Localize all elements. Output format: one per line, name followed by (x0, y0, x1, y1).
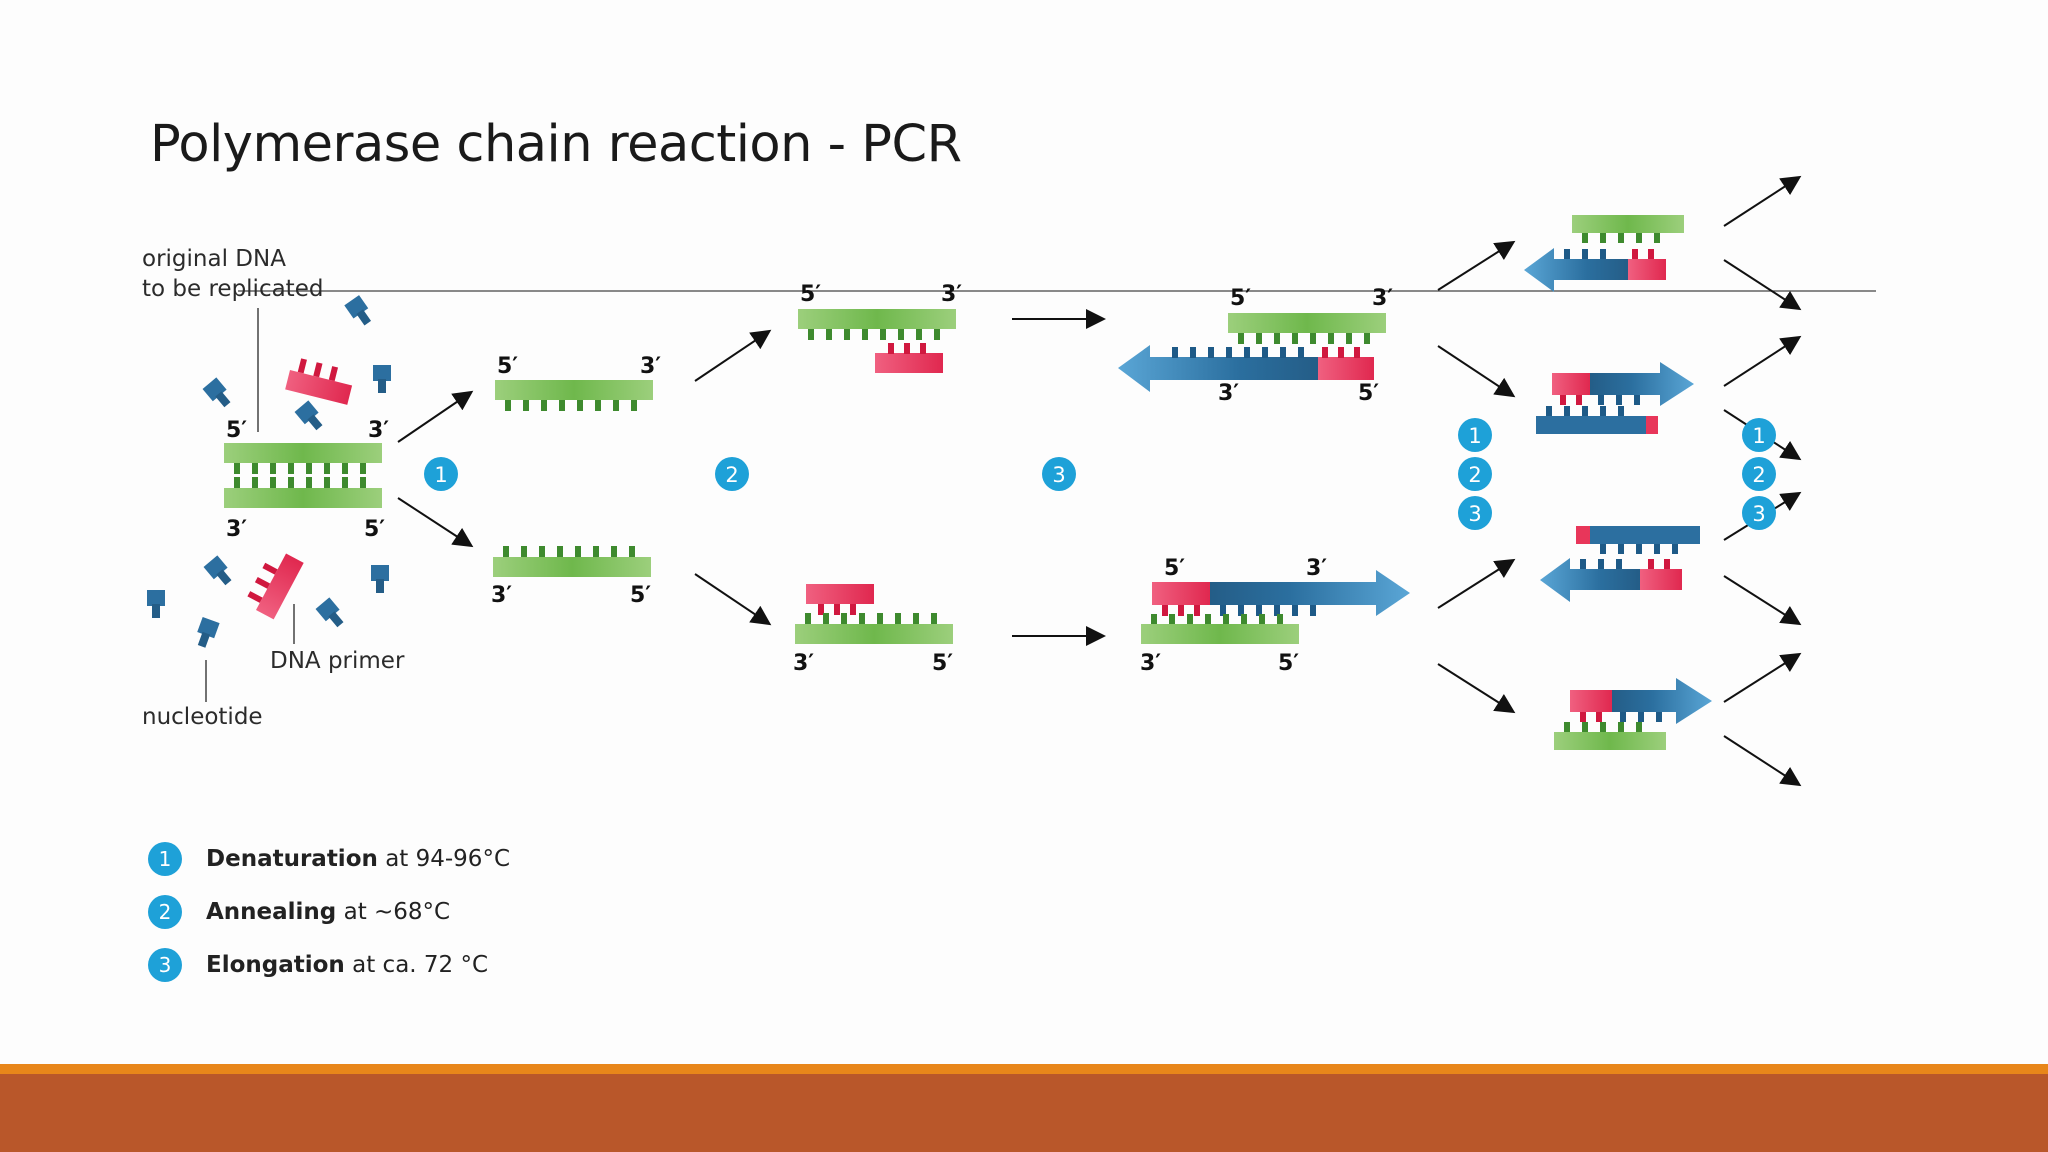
dna-primer-icon (247, 553, 304, 620)
nucleotide-label: nucleotide (142, 704, 263, 730)
legend-detail: at ~68°C (343, 898, 451, 925)
dna-primer-label: DNA primer (270, 648, 405, 674)
legend-detail: at ca. 72 °C (352, 951, 489, 978)
page-title: Polymerase chain reaction - PCR (150, 115, 962, 174)
svg-text:5′: 5′ (1358, 381, 1379, 406)
product-3 (1540, 526, 1700, 602)
svg-text:3′: 3′ (640, 354, 661, 379)
legend-term: Denaturation (206, 845, 378, 872)
svg-text:3: 3 (1468, 502, 1481, 526)
step-number-badge: 3 (148, 947, 182, 982)
elongated-strand-top (1118, 313, 1386, 392)
svg-text:1: 1 (1468, 424, 1481, 448)
svg-text:3′: 3′ (491, 583, 512, 608)
legend: 1 Denaturation at 94-96°C 2 Annealing at… (148, 832, 510, 991)
product-2 (1536, 362, 1694, 434)
svg-text:5′: 5′ (1164, 556, 1185, 581)
svg-text:5′: 5′ (497, 354, 518, 379)
svg-text:3′: 3′ (226, 517, 247, 542)
svg-text:3: 3 (1752, 502, 1765, 526)
svg-text:3′: 3′ (1140, 651, 1161, 676)
product-4 (1554, 678, 1712, 750)
footer-bar (0, 1074, 2048, 1152)
svg-text:5′: 5′ (226, 418, 247, 443)
svg-text:5′: 5′ (364, 517, 385, 542)
legend-term: Annealing (206, 898, 337, 925)
step-badge-1: 1 (434, 463, 447, 487)
legend-item: 1 Denaturation at 94-96°C (148, 832, 510, 885)
footer-accent-stripe (0, 1064, 2048, 1074)
single-strand-top (495, 380, 653, 411)
svg-text:2: 2 (1752, 463, 1765, 487)
annealed-strand-top (798, 309, 956, 373)
svg-text:5′: 5′ (630, 583, 651, 608)
original-dna-label-2: to be replicated (142, 276, 323, 302)
svg-text:5′: 5′ (1230, 286, 1251, 311)
original-dna-label-1: original DNA (142, 246, 286, 272)
original-dna-double-strand (224, 443, 382, 508)
legend-item: 2 Annealing at ~68°C (148, 885, 510, 938)
svg-text:3′: 3′ (1306, 556, 1327, 581)
dna-primer-icon (285, 358, 353, 405)
step-number-badge: 1 (148, 841, 182, 876)
svg-text:3′: 3′ (368, 418, 389, 443)
step-badge-2: 2 (725, 463, 738, 487)
elongated-strand-bottom (1141, 570, 1410, 644)
svg-text:3′: 3′ (793, 651, 814, 676)
legend-detail: at 94-96°C (385, 845, 511, 872)
legend-term: Elongation (206, 951, 345, 978)
legend-item: 3 Elongation at ca. 72 °C (148, 938, 510, 991)
svg-text:5′: 5′ (1278, 651, 1299, 676)
step-badge-3: 3 (1052, 463, 1065, 487)
svg-text:3′: 3′ (1372, 286, 1393, 311)
step-number-badge: 2 (148, 894, 182, 929)
svg-text:5′: 5′ (800, 282, 821, 307)
product-1 (1524, 215, 1684, 292)
svg-text:3′: 3′ (941, 282, 962, 307)
svg-text:5′: 5′ (932, 651, 953, 676)
svg-text:3′: 3′ (1218, 381, 1239, 406)
svg-text:2: 2 (1468, 463, 1481, 487)
single-strand-bottom (493, 546, 651, 577)
annealed-strand-bottom (795, 584, 953, 644)
svg-text:1: 1 (1752, 424, 1765, 448)
